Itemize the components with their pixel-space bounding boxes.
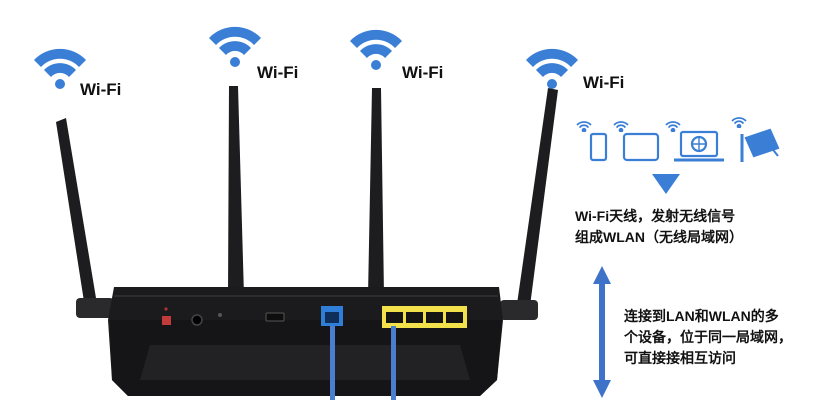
antenna-third [363,88,389,306]
wifi-signal-icon [209,26,261,67]
wifi-note-line: Wi-Fi天线，发射无线信号 [575,208,736,224]
double-arrow-icon [593,266,611,398]
phone-icon [589,132,608,162]
device-wifi-icon [731,116,747,128]
wifi-signal-icon [34,48,86,89]
laptop-icon [674,130,724,162]
usb-port [265,312,285,322]
power-button [162,316,171,325]
lan-note-line: 可直接接相互访问 [624,350,736,366]
wan-cable [330,326,335,400]
device-icons [576,116,780,162]
camera-icon [740,128,780,162]
tablet-icon [622,132,660,162]
antenna-left [56,118,114,318]
down-arrow-icon [652,174,680,194]
wifi-label: Wi-Fi [80,80,122,99]
wifi-label: Wi-Fi [402,63,444,82]
lan-ports [382,306,467,328]
reset-hole [218,313,222,317]
device-wifi-icon [613,120,629,132]
wifi-signal-icon [350,29,402,70]
router-body [108,287,503,396]
lan-note-line: 个设备，位于同一局域网， [624,329,792,345]
lan-note-line: 连接到LAN和WLAN的多 [624,308,779,324]
antenna-right [500,88,558,320]
antenna-second [223,86,249,306]
dc-power-jack [191,314,203,326]
lan-cable [391,326,396,400]
wifi-note-line: 组成WLAN（无线局域网） [575,229,743,245]
wifi-note: Wi-Fi天线，发射无线信号 组成WLAN（无线局域网） [575,206,743,248]
device-wifi-icon [665,120,681,132]
wifi-label: Wi-Fi [583,73,625,92]
wifi-label: Wi-Fi [257,63,299,82]
lan-note: 连接到LAN和WLAN的多 个设备，位于同一局域网， 可直接接相互访问 [624,306,792,369]
wifi-signal-icon [526,48,578,89]
device-wifi-icon [576,120,592,132]
